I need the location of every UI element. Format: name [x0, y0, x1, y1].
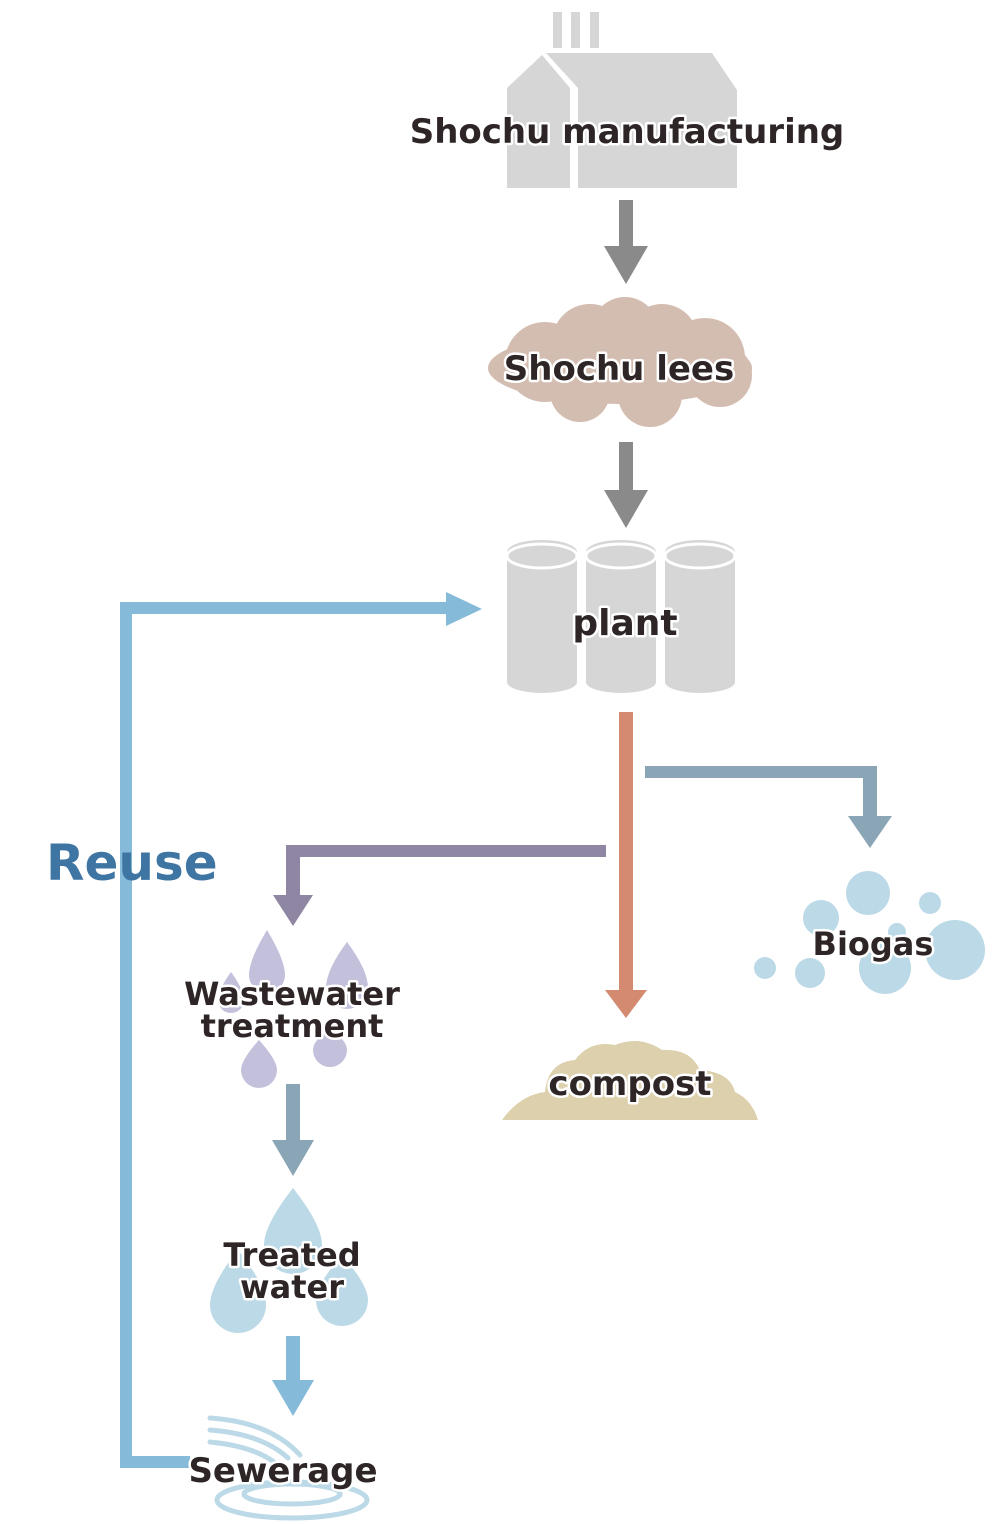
node-label-manufacturing: Shochu manufacturing — [410, 112, 845, 152]
ripple-icon — [207, 1415, 370, 1521]
node-label-lees: Shochu lees — [504, 349, 734, 389]
water-drops-icon — [210, 1188, 368, 1333]
node-label-treated-line1: Treated — [223, 1236, 360, 1274]
factory-icon — [507, 12, 737, 188]
node-label-treated-line2: water — [240, 1268, 344, 1306]
node-label-sewerage: Sewerage — [188, 1451, 377, 1491]
arrow-plant-to-compost — [605, 712, 647, 1018]
arrow-reuse-sewerage-to-plant — [120, 592, 482, 1468]
arrow-manufacturing-to-lees — [604, 200, 648, 284]
arrow-wastewater-to-treated — [272, 1084, 314, 1176]
node-label-plant: plant — [572, 603, 677, 644]
node-label-biogas: Biogas — [813, 925, 934, 963]
tanks-icon — [505, 540, 737, 693]
cloud-icon — [488, 297, 752, 427]
mound-icon — [502, 1041, 758, 1120]
node-label-wastewater-line2: treatment — [201, 1007, 384, 1045]
reuse-label: Reuse — [46, 834, 218, 892]
node-label-wastewater-line1: Wastewater — [184, 975, 400, 1013]
node-label-compost: compost — [548, 1064, 711, 1104]
bubbles-icon — [754, 871, 985, 994]
droplets-icon — [218, 930, 368, 1088]
arrow-lees-to-plant — [604, 442, 648, 528]
arrow-plant-to-biogas — [645, 766, 892, 848]
arrow-treated-to-sewerage — [272, 1336, 314, 1416]
arrow-plant-to-wastewater — [273, 845, 606, 926]
